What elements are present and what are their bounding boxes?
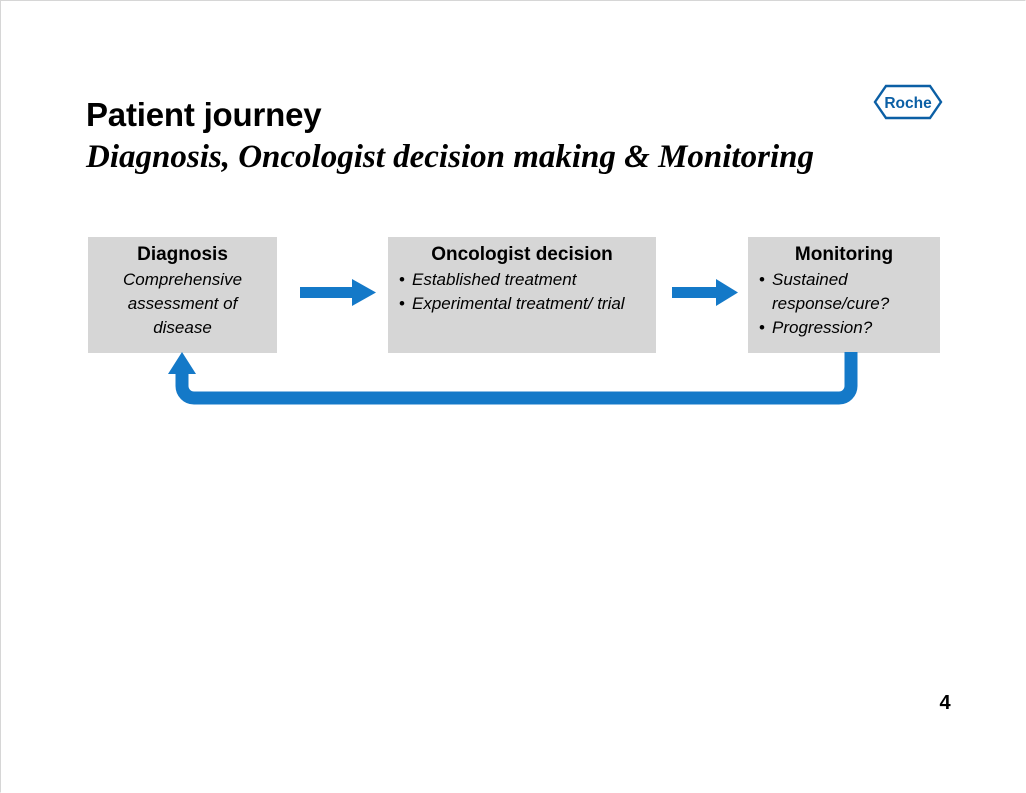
bullet-glyph-icon: • [759,318,765,337]
bullet-glyph-icon: • [399,294,405,313]
roche-logo: Roche [873,84,943,120]
process-box-monitoring[interactable]: Monitoring • Sustained response/cure? • … [748,237,940,353]
bullet-glyph-icon: • [399,270,405,289]
arrow-right-icon-diagnosis-to-decision [300,279,376,306]
process-box-body: Comprehensive assessment of disease [88,268,277,340]
page-title: Patient journey [86,96,322,133]
body-line: assessment of [127,294,238,313]
list-item-label: Experimental treatment/ trial [412,294,625,313]
list-item-label: Sustained response/cure? [772,270,890,313]
body-line: Comprehensive [122,270,243,289]
roche-logo-text: Roche [884,95,932,112]
feedback-loop-arrow-icon-monitoring-to-diagnosis [160,352,866,412]
roche-hexagon-icon [873,84,943,120]
process-box-oncologist-decision[interactable]: Oncologist decision • Established treatm… [388,237,656,353]
list-item: • Progression? [758,316,936,340]
process-box-diagnosis[interactable]: Diagnosis Comprehensive assessment of di… [88,237,277,353]
arrow-right-icon-decision-to-monitoring [672,279,738,306]
page-subtitle: Diagnosis, Oncologist decision making & … [86,139,814,175]
bullet-list: • Established treatment • Experimental t… [388,268,656,316]
body-line: disease [153,318,212,337]
process-box-heading: Monitoring [794,244,894,265]
bullet-list: • Sustained response/cure? • Progression… [748,268,940,340]
list-item-label: Established treatment [412,270,577,289]
list-item: • Established treatment [398,268,652,292]
bullet-glyph-icon: • [759,270,765,289]
list-item: • Experimental treatment/ trial [398,292,652,316]
process-box-heading: Diagnosis [137,244,228,265]
list-item: • Sustained response/cure? [758,268,936,316]
process-box-body: • Sustained response/cure? • Progression… [748,268,940,340]
process-box-body: • Established treatment • Experimental t… [388,268,656,316]
page-number: 4 [939,692,951,714]
process-box-heading: Oncologist decision [431,244,613,265]
list-item-label: Progression? [772,318,873,337]
